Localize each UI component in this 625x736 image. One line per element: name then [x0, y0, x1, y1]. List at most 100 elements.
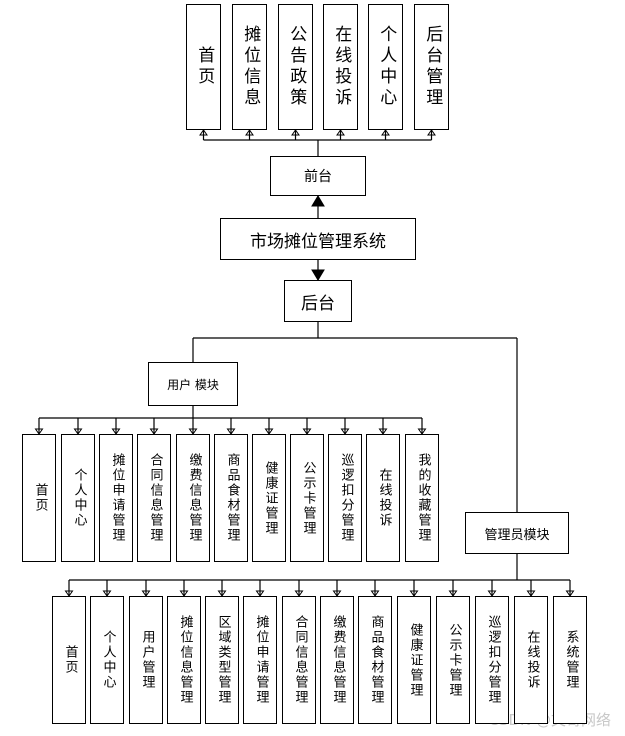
frontend-module-box: 后台管理	[414, 4, 449, 130]
frontend-module-label: 公告政策	[286, 25, 307, 109]
frontend-module-label: 摊位信息	[240, 25, 261, 109]
admin-module-node: 管理员模块	[465, 512, 569, 554]
admin-feature-box: 个人中心	[90, 596, 124, 724]
user-feature-box: 缴费信息管理	[176, 434, 210, 562]
user-feature-box: 商品食材管理	[214, 434, 248, 562]
admin-feature-label: 区域类型管理	[215, 615, 231, 705]
user-feature-arrow	[111, 428, 121, 435]
frontend-module-label: 首页	[194, 46, 215, 88]
admin-feature-arrow	[409, 590, 419, 597]
frontend-module-box: 公告政策	[278, 4, 313, 130]
admin-feature-box: 缴费信息管理	[320, 596, 354, 724]
admin-feature-label: 商品食材管理	[368, 615, 384, 705]
admin-feature-label: 系统管理	[563, 630, 579, 690]
admin-feature-label: 用户管理	[139, 630, 155, 690]
admin-feature-box: 商品食材管理	[358, 596, 392, 724]
admin-feature-box: 首页	[52, 596, 86, 724]
user-feature-label: 个人中心	[71, 468, 87, 528]
frontend-module-arrow	[427, 129, 436, 136]
admin-feature-arrow	[332, 590, 342, 597]
admin-feature-arrow	[217, 590, 227, 597]
system-to-frontend-arrow	[311, 195, 325, 207]
user-feature-arrow	[188, 428, 198, 435]
user-feature-box: 首页	[22, 434, 56, 562]
admin-feature-arrow	[255, 590, 265, 597]
user-feature-box: 个人中心	[61, 434, 95, 562]
admin-feature-arrow	[370, 590, 380, 597]
frontend-module-box: 在线投诉	[323, 4, 358, 130]
frontend-module-arrow	[381, 129, 390, 136]
user-feature-arrow	[417, 428, 427, 435]
user-feature-box: 摊位申请管理	[99, 434, 133, 562]
frontend-module-label: 在线投诉	[331, 25, 352, 109]
admin-feature-label: 摊位信息管理	[177, 615, 193, 705]
admin-feature-arrow	[179, 590, 189, 597]
admin-feature-label: 摊位申请管理	[253, 615, 269, 705]
admin-feature-arrow	[141, 590, 151, 597]
frontend-module-arrow	[245, 129, 254, 136]
user-feature-box: 我的收藏管理	[405, 434, 439, 562]
frontend-module-box: 摊位信息	[232, 4, 267, 130]
frontend-module-label: 后台管理	[422, 25, 443, 109]
system-to-backend-arrow	[311, 269, 325, 281]
admin-feature-arrow	[294, 590, 304, 597]
user-feature-arrow	[226, 428, 236, 435]
admin-feature-arrow	[64, 590, 74, 597]
frontend-module-label: 个人中心	[376, 25, 397, 109]
admin-feature-box: 公示卡管理	[436, 596, 470, 724]
user-feature-arrow	[73, 428, 83, 435]
frontend-module-arrow	[199, 129, 208, 136]
admin-feature-arrow	[526, 590, 536, 597]
admin-feature-label: 公示卡管理	[446, 622, 462, 698]
user-module-node: 用户 模块	[148, 362, 238, 406]
user-feature-label: 缴费信息管理	[186, 453, 202, 543]
frontend-module-arrow	[336, 129, 345, 136]
user-feature-arrow	[34, 428, 44, 435]
admin-feature-label: 合同信息管理	[292, 615, 308, 705]
admin-feature-box: 合同信息管理	[282, 596, 316, 724]
frontend-module-arrow	[291, 129, 300, 136]
backend-label: 后台	[301, 293, 335, 314]
user-feature-label: 摊位申请管理	[109, 453, 125, 543]
admin-feature-box: 区域类型管理	[205, 596, 239, 724]
admin-feature-arrow	[565, 590, 575, 597]
user-feature-arrow	[302, 428, 312, 435]
admin-feature-label: 在线投诉	[524, 630, 540, 690]
user-feature-box: 巡逻扣分管理	[328, 434, 362, 562]
user-feature-box: 合同信息管理	[137, 434, 171, 562]
user-feature-label: 我的收藏管理	[415, 453, 431, 543]
admin-feature-arrow	[448, 590, 458, 597]
admin-feature-label: 首页	[62, 645, 78, 675]
user-feature-arrow	[378, 428, 388, 435]
user-feature-label: 巡逻扣分管理	[338, 453, 354, 543]
admin-feature-label: 个人中心	[100, 630, 116, 690]
user-feature-arrow	[340, 428, 350, 435]
frontend-module-box: 首页	[186, 4, 221, 130]
user-feature-label: 合同信息管理	[147, 453, 163, 543]
user-feature-box: 健康证管理	[252, 434, 286, 562]
admin-feature-arrow	[487, 590, 497, 597]
admin-feature-box: 巡逻扣分管理	[475, 596, 509, 724]
admin-feature-label: 健康证管理	[407, 622, 423, 698]
frontend-label: 前台	[304, 169, 332, 185]
user-feature-box: 公示卡管理	[290, 434, 324, 562]
admin-feature-box: 系统管理	[553, 596, 587, 724]
admin-feature-label: 巡逻扣分管理	[485, 615, 501, 705]
system-node: 市场摊位管理系统	[220, 218, 416, 260]
system-label: 市场摊位管理系统	[250, 231, 386, 252]
frontend-module-box: 个人中心	[368, 4, 403, 130]
user-module-label: 用户 模块	[167, 377, 219, 392]
backend-node: 后台	[284, 280, 352, 322]
user-feature-label: 首页	[32, 483, 48, 513]
admin-module-label: 管理员模块	[484, 527, 550, 543]
user-feature-box: 在线投诉	[366, 434, 400, 562]
admin-feature-arrow	[102, 590, 112, 597]
user-feature-arrow	[264, 428, 274, 435]
admin-feature-box: 摊位申请管理	[243, 596, 277, 724]
admin-feature-box: 健康证管理	[397, 596, 431, 724]
user-feature-label: 在线投诉	[376, 468, 392, 528]
frontend-node: 前台	[270, 156, 366, 196]
admin-feature-box: 用户管理	[129, 596, 163, 724]
user-feature-label: 健康证管理	[262, 460, 278, 536]
